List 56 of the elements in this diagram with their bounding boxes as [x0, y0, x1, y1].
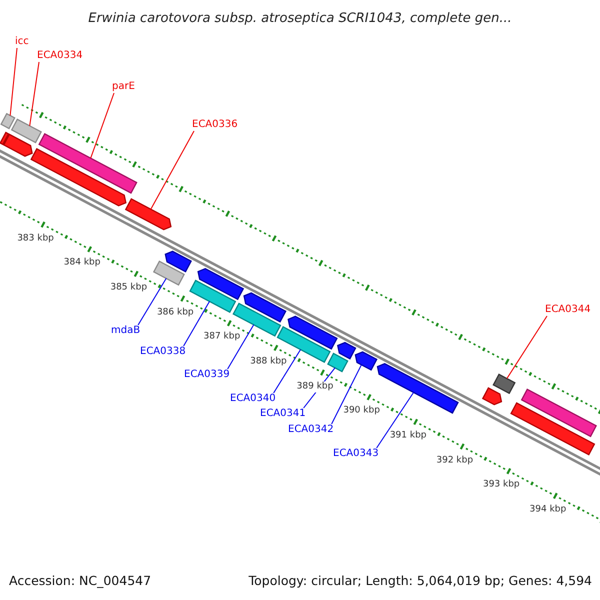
- gene-bar: [10, 118, 42, 144]
- scale-label: 389 kbp: [296, 381, 334, 392]
- scale-label: 385 kbp: [109, 282, 148, 294]
- scale-label: 390 kbp: [342, 406, 381, 417]
- leader-line: [90, 92, 114, 159]
- gene-bar: [30, 148, 127, 206]
- scale-label: 391 kbp: [388, 430, 428, 442]
- leader-line: [331, 364, 362, 424]
- leader-line: [376, 392, 414, 448]
- scale-label: 394 kbp: [528, 504, 568, 516]
- gene-bar: [337, 342, 356, 360]
- gene-bar: [0, 112, 16, 130]
- gene-bar: [510, 402, 596, 456]
- leader-line: [273, 349, 301, 394]
- gene-bar: [124, 198, 172, 230]
- gene-bar: [2, 134, 33, 157]
- leader-line: [10, 48, 18, 116]
- leader-line: [138, 278, 167, 326]
- accession-text: Accession: NC_004547: [9, 575, 152, 588]
- genome-info-text: Topology: circular; Length: 5,064,019 bp; Genes: 4,594: [248, 575, 592, 588]
- gene-label: ECA0338: [140, 347, 186, 357]
- scale-label: 386 kbp: [156, 307, 195, 318]
- scale-label: 393 kbp: [482, 480, 521, 491]
- gene-label: parE: [112, 82, 135, 92]
- gene-label: icc: [15, 37, 29, 47]
- gene-label: mdaB: [111, 326, 140, 336]
- gene-bar: [38, 133, 138, 194]
- gene-bar: [492, 374, 516, 394]
- scale-label: 392 kbp: [435, 455, 474, 466]
- gene-label: ECA0343: [333, 449, 379, 459]
- gene-bar: [152, 260, 185, 286]
- leader-line: [506, 316, 548, 379]
- gene-label: ECA0344: [545, 305, 591, 315]
- gene-label: ECA0339: [184, 370, 230, 380]
- gene-bar: [288, 316, 338, 350]
- leader-line: [29, 62, 40, 126]
- gene-bar: [482, 387, 502, 406]
- gene-bar: [243, 292, 287, 323]
- gene-bar: [520, 388, 597, 438]
- scale-label: 388 kbp: [249, 356, 288, 368]
- leader-line: [183, 300, 210, 346]
- gene-label: ECA0342: [288, 425, 334, 435]
- leader-line: [227, 324, 254, 370]
- gene-label: ECA0336: [192, 120, 238, 130]
- leader-line: [150, 130, 194, 210]
- gene-label: ECA0341: [260, 409, 306, 419]
- gene-bar: [164, 250, 192, 273]
- gene-bar: [354, 351, 378, 371]
- gene-bar: [327, 352, 348, 372]
- gene-label: ECA0334: [37, 51, 83, 61]
- gene-bar: [197, 268, 244, 300]
- scale-label: 387 kbp: [202, 332, 242, 343]
- scale-label: 383 kbp: [16, 233, 55, 244]
- scale-label: 384 kbp: [62, 258, 102, 269]
- gene-label: ECA0340: [230, 394, 276, 404]
- title: Erwinia carotovora subsp. atroseptica SCRI1043, complete gen...: [87, 12, 513, 25]
